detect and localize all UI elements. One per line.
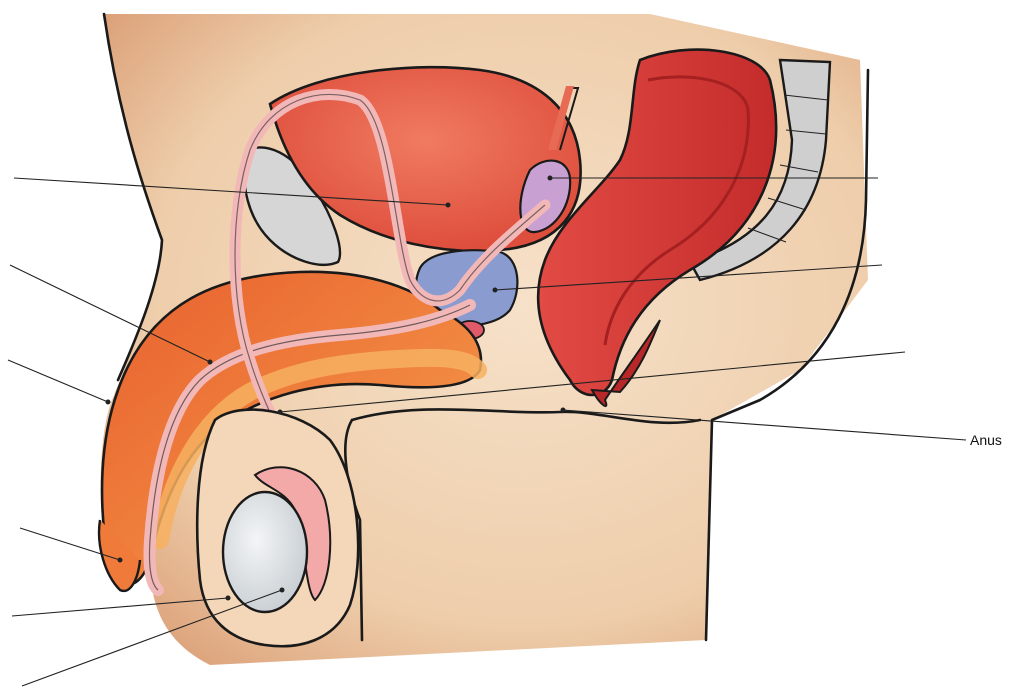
testis [223, 492, 307, 612]
label-anus: Anus [970, 432, 1002, 448]
